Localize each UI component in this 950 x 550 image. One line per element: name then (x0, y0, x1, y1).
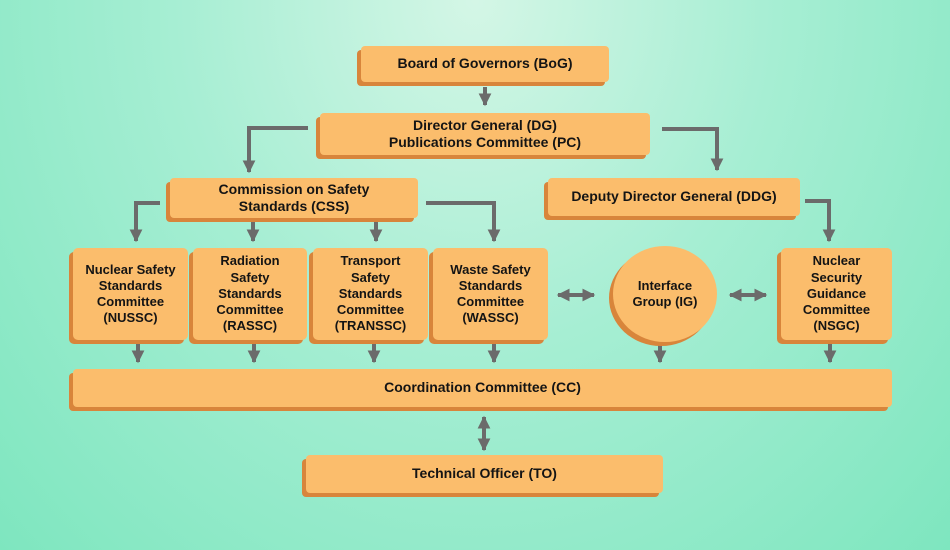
arrow-ddg-to-nsgc (805, 199, 836, 243)
node-label: Coordination Committee (CC) (384, 379, 581, 396)
node-label: Nuclear Safety Standards Committee (NUSS… (85, 261, 176, 326)
arrow-dg-to-css (242, 126, 308, 174)
node-technical-officer: Technical Officer (TO) (306, 455, 663, 493)
node-label: Waste Safety Standards Committee (WASSC) (450, 261, 531, 326)
node-coordination-committee: Coordination Committee (CC) (73, 369, 892, 407)
node-label: Technical Officer (TO) (412, 465, 557, 482)
node-label: Radiation Safety Standards Committee (RA… (216, 253, 284, 334)
node-commission-on-safety-standards: Commission on Safety Standards (CSS) (170, 178, 418, 218)
node-board-of-governors: Board of Governors (BoG) (361, 46, 609, 82)
node-deputy-director-general: Deputy Director General (DDG) (548, 178, 800, 216)
node-label: Nuclear Security Guidance Committee (NSG… (802, 253, 871, 334)
node-interface-group: Interface Group (IG) (613, 246, 717, 342)
node-label: Transport Safety Standards Committee (TR… (334, 253, 407, 334)
arrow-css-to-nussc (129, 201, 160, 243)
node-nussc: Nuclear Safety Standards Committee (NUSS… (73, 248, 188, 340)
node-label-line2: Publications Committee (PC) (388, 134, 582, 150)
node-label: Board of Governors (BoG) (397, 55, 573, 72)
node-transsc: Transport Safety Standards Committee (TR… (313, 248, 428, 340)
node-label: Commission on Safety Standards (CSS) (218, 180, 370, 215)
node-nsgc: Nuclear Security Guidance Committee (NSG… (781, 248, 892, 340)
node-label: Interface Group (IG) (632, 277, 698, 309)
arrow-dg-to-ddg (662, 127, 724, 172)
node-wassc: Waste Safety Standards Committee (WASSC) (433, 248, 548, 340)
arrow-css-to-wassc (426, 201, 501, 243)
node-label-line1: Director General (DG) (413, 116, 557, 133)
node-director-general: Director General (DG) Publications Commi… (320, 113, 650, 155)
node-rassc: Radiation Safety Standards Committee (RA… (193, 248, 307, 340)
node-label: Deputy Director General (DDG) (571, 188, 777, 205)
